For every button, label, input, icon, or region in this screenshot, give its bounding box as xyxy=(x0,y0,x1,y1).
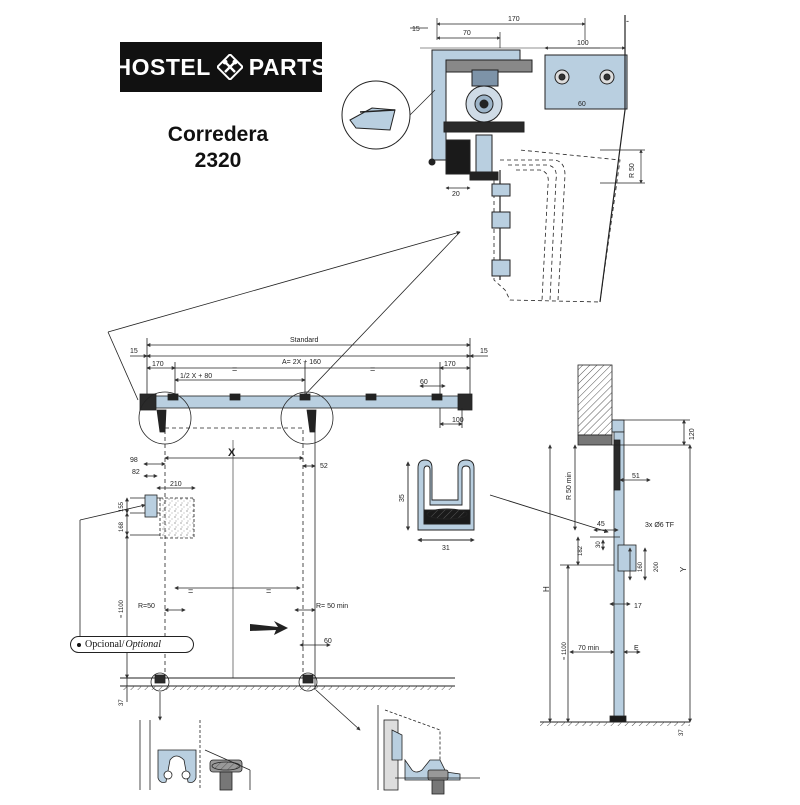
dim-70min: 70 min xyxy=(578,645,599,652)
r50min-side: R 50 min xyxy=(566,472,573,500)
top-detail-section xyxy=(341,15,645,303)
top-detail-labels: 15 170 70 100 60 - R 50 20 xyxy=(412,16,636,198)
optional-es: Opcional xyxy=(85,639,122,650)
bottom-detail-left xyxy=(139,720,251,791)
r50-label: R=50 xyxy=(138,603,155,610)
detail-leader-lines xyxy=(107,230,461,401)
front-view-labels: Standard 15 15 A= 2X + 160 170 170 1/2 X… xyxy=(119,337,488,706)
dim-top-100: 100 xyxy=(577,40,589,47)
logo-word-hostel: HOSTEL xyxy=(114,53,211,80)
dim-top-20: 20 xyxy=(452,191,460,198)
e-label: E xyxy=(634,645,639,652)
dim-top-dash: - xyxy=(626,16,629,26)
eq-3: = xyxy=(188,586,193,596)
dim-170-left: 170 xyxy=(152,361,164,368)
side-view-labels: 120 R 50 min 51 45 3x Ø6 TF 30 182 160 2… xyxy=(542,428,696,736)
front-view xyxy=(79,338,488,731)
optional-tag: Opcional / Optional xyxy=(70,636,194,653)
track-profile xyxy=(405,459,609,543)
dim-168: 168 xyxy=(119,521,125,532)
bullet-icon xyxy=(77,642,81,647)
optional-separator: / xyxy=(121,639,125,650)
dim-top-15: 15 xyxy=(412,26,420,33)
x-label: X xyxy=(228,447,236,459)
dim-35: 35 xyxy=(399,494,406,502)
dim-100-track: 100 xyxy=(452,417,464,424)
dim-155: 155 xyxy=(119,501,125,512)
eq-2: = xyxy=(370,364,375,374)
dim-45: 45 xyxy=(597,521,605,528)
standard-label: Standard xyxy=(290,337,319,344)
dim-1100-side: ≈ 1100 xyxy=(562,641,568,660)
dim-top-70: 70 xyxy=(463,30,471,37)
dim-15-right: 15 xyxy=(480,348,488,355)
dim-1100: ≈ 1100 xyxy=(119,599,125,618)
dim-top-r50: R 50 xyxy=(629,163,636,178)
dim-15-left: 15 xyxy=(130,348,138,355)
dim-17: 17 xyxy=(634,603,642,610)
title-line-2: 2320 xyxy=(194,149,242,172)
h-label: H xyxy=(542,586,551,592)
side-view xyxy=(540,364,692,726)
dim-top-170: 170 xyxy=(508,16,520,23)
dim-60-track: 60 xyxy=(420,379,428,386)
dim-52: 52 xyxy=(320,463,328,470)
dim-top-60: 60 xyxy=(578,101,586,108)
dim-82: 82 xyxy=(132,469,140,476)
dim-37-side: 37 xyxy=(679,729,685,736)
dim-182: 182 xyxy=(578,545,584,556)
hostel-parts-logo: HOSTEL PARTS xyxy=(114,42,327,92)
logo-word-parts: PARTS xyxy=(248,53,328,80)
bottom-detail-right xyxy=(377,705,480,795)
dim-37: 37 xyxy=(119,699,125,706)
eq-4: = xyxy=(266,586,271,596)
half-x-label: 1/2 X + 80 xyxy=(180,373,212,380)
track-profile-labels: 35 31 xyxy=(399,494,450,552)
title-line-1: Corredera xyxy=(167,123,269,146)
dim-200: 200 xyxy=(654,561,660,572)
y-label: Y xyxy=(679,566,688,572)
dim-160: 160 xyxy=(638,561,644,572)
holes-label: 3x Ø6 TF xyxy=(645,522,674,529)
dim-30: 30 xyxy=(596,541,602,548)
optional-en: Optional xyxy=(125,639,161,650)
r50min-label: R= 50 min xyxy=(316,603,348,610)
dim-31: 31 xyxy=(442,545,450,552)
dim-98: 98 xyxy=(130,457,138,464)
crossed-tools-icon xyxy=(216,54,243,80)
dim-60-bottom: 60 xyxy=(324,638,332,645)
dim-210: 210 xyxy=(170,481,182,488)
formula-label: A= 2X + 160 xyxy=(282,359,321,366)
dim-170-right: 170 xyxy=(444,361,456,368)
dim-120: 120 xyxy=(689,428,696,440)
product-title: Corredera 2320 xyxy=(118,122,318,174)
dim-51: 51 xyxy=(632,473,640,480)
eq-1: = xyxy=(232,364,237,374)
